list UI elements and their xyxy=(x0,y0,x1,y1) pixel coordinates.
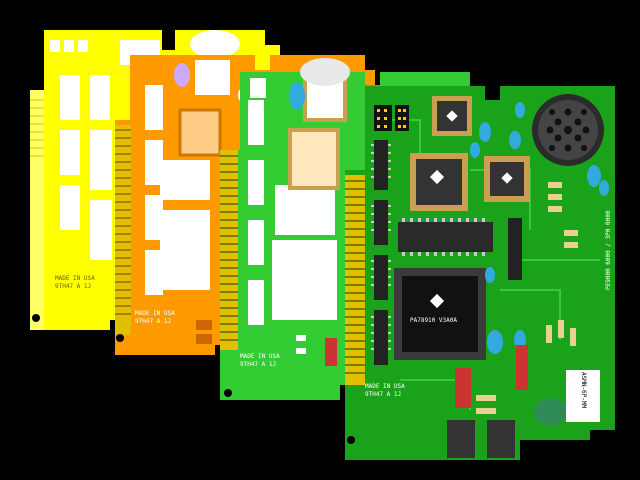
green-mid-board-made-in-label: MADE IN USA xyxy=(240,353,280,360)
soic-chip xyxy=(398,218,493,256)
red-component xyxy=(516,345,528,390)
main-qfp-chip: PA78910 V3A0A xyxy=(394,268,486,360)
capacitors xyxy=(470,102,609,354)
vertical-ic xyxy=(508,218,522,280)
connector-right xyxy=(487,420,515,458)
front-board-part-code: 9TH47 A 1J xyxy=(365,391,401,398)
orange-board-part-code: 9TH47 A 1J xyxy=(135,318,171,325)
front-board-made-in-label: MADE IN USA xyxy=(365,383,405,390)
module-box: ASMN-6P-MM xyxy=(566,370,600,422)
plcc-chip-top xyxy=(432,96,472,136)
main-chip-label: PA78910 V3A0A xyxy=(410,317,457,324)
module-label: ASMN-6P-MM xyxy=(580,372,587,409)
jumper-blocks xyxy=(374,105,409,131)
plcc-chip-middle xyxy=(410,153,468,211)
electrolytic-capacitor xyxy=(534,398,566,426)
connector-left xyxy=(447,420,475,458)
resistors xyxy=(476,182,578,414)
green-front-circuit-board: PA78910 V3A0A xyxy=(345,86,615,460)
dip-chip-column xyxy=(371,140,391,365)
speaker xyxy=(532,94,604,166)
yellow-board-part-code: 9TH47 A 1J xyxy=(55,283,91,290)
red-capacitor xyxy=(455,368,471,408)
front-board-edge-label: PE9000 6000 / 3P0 0000 xyxy=(605,210,612,290)
yellow-board-made-in-label: MADE IN USA xyxy=(55,275,95,282)
plcc-chip-right xyxy=(484,156,530,202)
green-mid-board-part-code: 9TH47 A 1J xyxy=(240,361,276,368)
orange-board-made-in-label: MADE IN USA xyxy=(135,310,175,317)
